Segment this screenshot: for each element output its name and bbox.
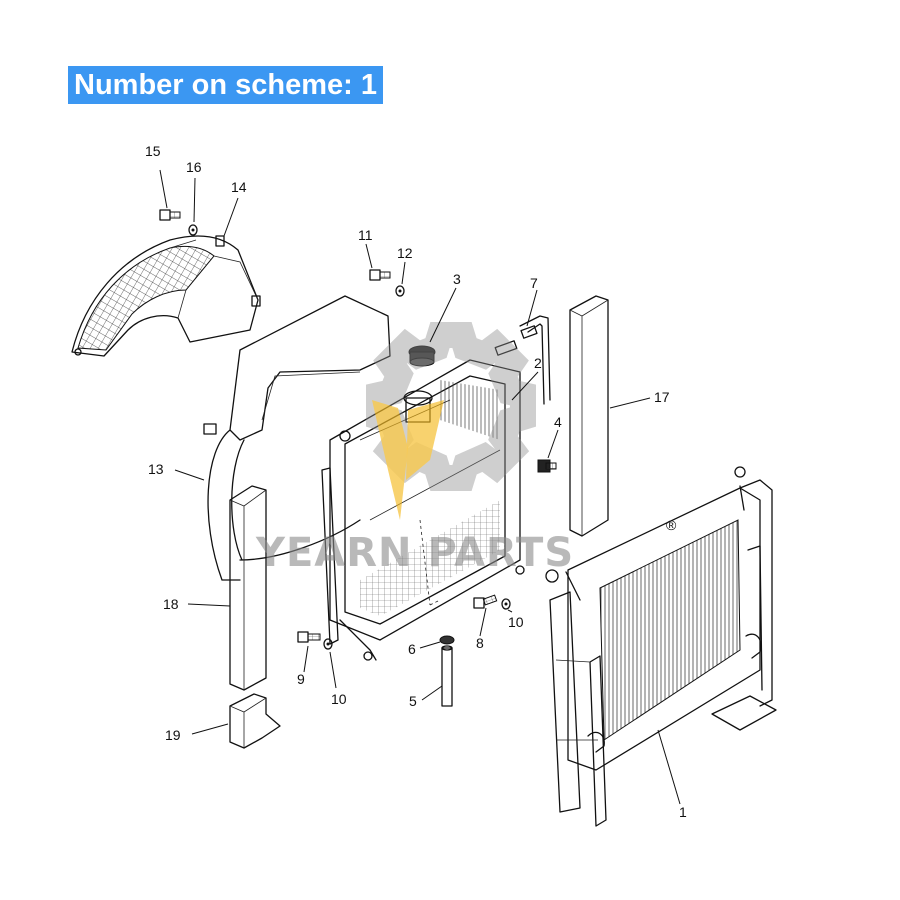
callout-5: 5 (409, 693, 417, 709)
bolt-part-8 (473, 594, 498, 609)
callout-3: 3 (453, 271, 461, 287)
callout-13: 13 (148, 461, 164, 477)
callout-9: 9 (297, 671, 305, 687)
callout-10-right: 10 (508, 614, 524, 630)
drain-cock-part-4 (537, 459, 557, 473)
washer-part-10-center (501, 598, 511, 610)
callout-11: 11 (358, 227, 373, 243)
callout-17: 17 (654, 389, 670, 405)
pipe-part-5 (441, 645, 453, 707)
fan-guard-part-14 (71, 235, 261, 357)
bolt-part-15 (159, 209, 181, 221)
bolt-part-9 (297, 631, 321, 643)
scheme-number-banner: Number on scheme: 1 (68, 66, 383, 104)
bolt-part-11 (369, 269, 391, 281)
callout-10-left: 10 (331, 691, 347, 707)
washer-part-10-left (323, 638, 333, 650)
callout-2: 2 (534, 355, 542, 371)
leader-lines (159, 169, 681, 805)
callout-16: 16 (186, 159, 202, 175)
radiator-cap-part-3 (408, 345, 436, 367)
registered-mark-icon: ® (666, 517, 677, 533)
flame-icon (372, 400, 408, 520)
callout-8: 8 (476, 635, 484, 651)
callout-6: 6 (408, 641, 416, 657)
side-seal-part-18 (229, 485, 267, 691)
callout-19: 19 (165, 727, 181, 743)
oil-cooler-part-1 (545, 466, 777, 827)
callout-4: 4 (554, 414, 562, 430)
watermark-brand-text: YEARN PARTS (255, 530, 574, 576)
washer-part-12 (395, 285, 405, 297)
callout-14: 14 (231, 179, 247, 195)
callout-7: 7 (530, 275, 538, 291)
callout-15: 15 (145, 143, 161, 159)
washer-part-16 (188, 224, 198, 236)
clamp-part-6 (439, 635, 455, 645)
hose-part-7 (494, 315, 551, 405)
callout-1: 1 (679, 804, 687, 820)
fan-shroud-part-13 (203, 295, 391, 581)
callout-18: 18 (163, 596, 179, 612)
side-seal-part-17 (569, 295, 609, 537)
callout-12: 12 (397, 245, 413, 261)
yearn-parts-watermark (366, 322, 536, 520)
radiator-part-2 (321, 359, 525, 661)
seal-block-part-19 (229, 693, 281, 749)
